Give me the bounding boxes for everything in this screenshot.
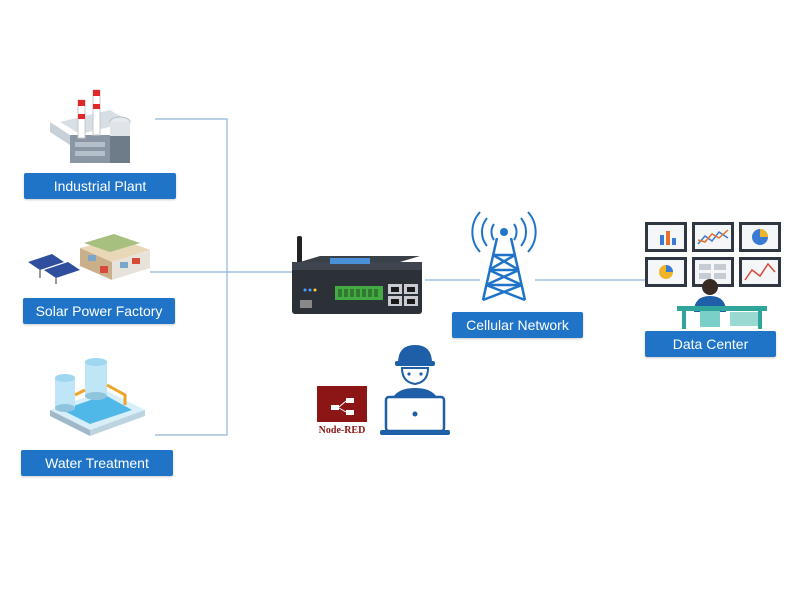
water-treatment-label: Water Treatment bbox=[21, 450, 173, 476]
cellular-network-label: Cellular Network bbox=[452, 312, 583, 338]
connector-industrial-plant bbox=[155, 118, 228, 270]
cellular-tower-icon bbox=[471, 211, 537, 302]
connector-water-treatment bbox=[155, 270, 228, 436]
node-red-label: Node-RED bbox=[319, 425, 366, 436]
router-icon bbox=[292, 236, 422, 314]
operator-icon bbox=[677, 279, 767, 329]
monitor-wall-icon bbox=[645, 222, 781, 287]
node-red-logo bbox=[317, 386, 367, 422]
factory-icon bbox=[50, 89, 131, 163]
water-treatment-icon bbox=[50, 358, 145, 436]
industrial-plant-label: Industrial Plant bbox=[24, 173, 176, 199]
engineer-icon bbox=[380, 345, 450, 435]
solar-power-factory-label: Solar Power Factory bbox=[23, 298, 175, 324]
connector-lines bbox=[150, 118, 645, 436]
solar-plant-icon bbox=[28, 234, 150, 284]
data-center-label: Data Center bbox=[645, 331, 776, 357]
